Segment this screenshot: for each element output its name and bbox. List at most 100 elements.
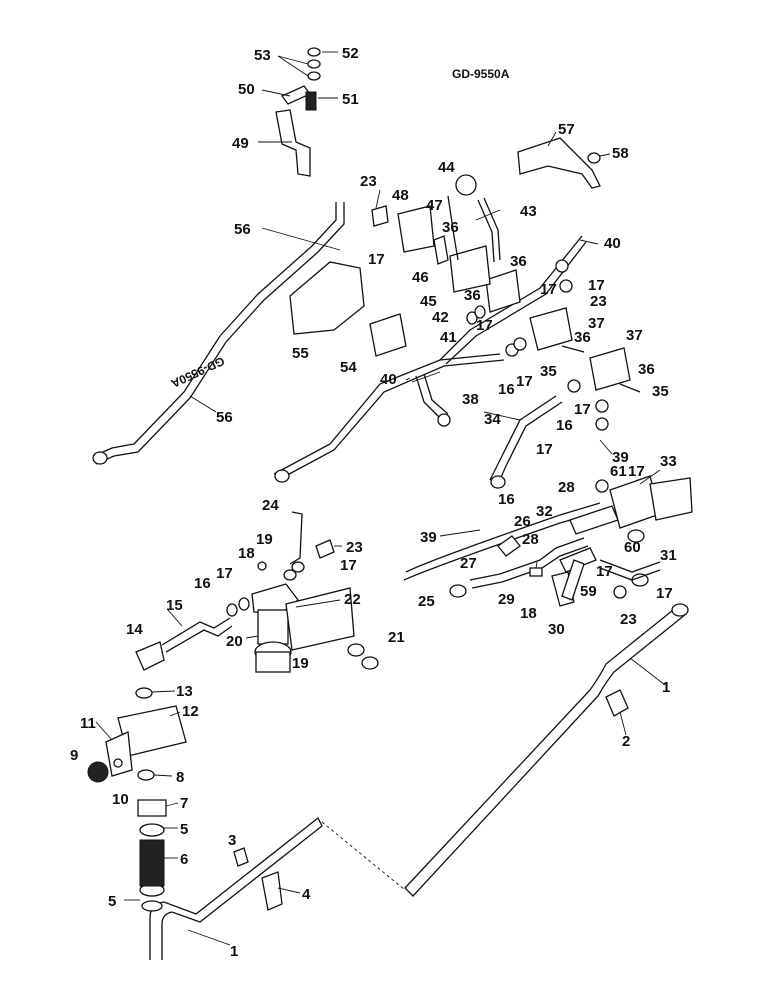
callout-48: 48	[392, 187, 409, 204]
callout-23: 23	[360, 173, 377, 190]
callout-9: 9	[70, 747, 78, 764]
callout-39: 39	[612, 449, 629, 466]
callout-53: 53	[254, 47, 271, 64]
callout-43: 43	[520, 203, 537, 220]
callout-10: 10	[112, 791, 129, 808]
drawing-code: GD-9550A	[452, 67, 510, 81]
callout-1: 1	[230, 943, 238, 960]
callout-20: 20	[226, 633, 243, 650]
callout-60: 60	[624, 539, 641, 556]
callout-50: 50	[238, 81, 255, 98]
callout-18: 18	[238, 545, 255, 562]
valve-block-54	[369, 313, 407, 357]
callout-56: 56	[216, 409, 233, 426]
callout-14: 14	[126, 621, 143, 638]
callout-13: 13	[176, 683, 193, 700]
callout-17: 17	[656, 585, 673, 602]
callout-23: 23	[620, 611, 637, 628]
valve-blocks	[449, 245, 641, 431]
callout-61: 61	[610, 463, 627, 480]
callout-33: 33	[660, 453, 677, 470]
bracket-4	[261, 871, 283, 911]
callout-3: 3	[228, 832, 236, 849]
valve-housing-55	[289, 261, 365, 335]
callout-52: 52	[342, 45, 359, 62]
callout-47: 47	[426, 197, 443, 214]
bracket-57	[517, 137, 601, 189]
callout-17: 17	[216, 565, 233, 582]
callout-17: 17	[628, 463, 645, 480]
callout-56: 56	[234, 221, 251, 238]
callout-17: 17	[596, 563, 613, 580]
callout-32: 32	[536, 503, 553, 520]
leader-lines	[261, 131, 661, 537]
callout-21: 21	[388, 629, 405, 646]
callout-15: 15	[166, 597, 183, 614]
suction-filter-stack	[124, 769, 179, 912]
callout-36: 36	[574, 329, 591, 346]
callout-49: 49	[232, 135, 249, 152]
callout-44: 44	[438, 159, 455, 176]
callout-36: 36	[442, 219, 459, 236]
callout-27: 27	[460, 555, 477, 572]
callout-39: 39	[420, 529, 437, 546]
callout-28: 28	[558, 479, 575, 496]
callout-30: 30	[548, 621, 565, 638]
callout-40: 40	[604, 235, 621, 252]
callout-17: 17	[516, 373, 533, 390]
callout-19: 19	[256, 531, 273, 548]
callout-19: 19	[292, 655, 309, 672]
callout-11: 11	[80, 715, 96, 732]
callout-2: 2	[622, 733, 630, 750]
callout-17: 17	[574, 401, 591, 418]
callout-17: 17	[588, 277, 605, 294]
callout-22: 22	[344, 591, 361, 608]
callout-55: 55	[292, 345, 309, 362]
top-controls	[371, 174, 501, 265]
callout-36: 36	[638, 361, 655, 378]
callout-17: 17	[340, 557, 357, 574]
fitting-23-lower	[315, 539, 335, 559]
callout-8: 8	[176, 769, 184, 786]
callout-36: 36	[464, 287, 481, 304]
callout-17: 17	[536, 441, 553, 458]
clip-3	[233, 847, 249, 867]
callout-42: 42	[432, 309, 449, 326]
pressure-line	[135, 609, 233, 671]
callout-25: 25	[418, 593, 435, 610]
filter-head-assembly	[226, 561, 379, 673]
callout-24: 24	[262, 497, 279, 514]
callout-37: 37	[588, 315, 605, 332]
callout-labels: 1 1 2 3 4 5 5 6 7 8 9 10 11 12 13 14 15 …	[70, 45, 677, 960]
callout-59: 59	[580, 583, 597, 600]
callout-5: 5	[108, 893, 116, 910]
callout-45: 45	[420, 293, 437, 310]
callout-4: 4	[302, 886, 311, 903]
callout-16: 16	[498, 491, 515, 508]
callout-54: 54	[340, 359, 357, 376]
nut-58	[587, 152, 601, 164]
callout-46: 46	[412, 269, 429, 286]
callout-6: 6	[180, 851, 188, 868]
callout-51: 51	[342, 91, 359, 108]
callout-58: 58	[612, 145, 629, 162]
callout-41: 41	[440, 329, 457, 346]
callout-23: 23	[346, 539, 363, 556]
callout-16: 16	[556, 417, 573, 434]
callout-29: 29	[498, 591, 515, 608]
callout-38: 38	[462, 391, 479, 408]
callout-17: 17	[368, 251, 385, 268]
callout-35: 35	[652, 383, 669, 400]
callout-5: 5	[180, 821, 188, 838]
callout-31: 31	[660, 547, 677, 564]
control-valve-assembly	[403, 475, 693, 607]
callout-18: 18	[520, 605, 537, 622]
callout-36: 36	[510, 253, 527, 270]
callout-57: 57	[558, 121, 575, 138]
hydraulic-pump	[87, 687, 187, 783]
callout-35: 35	[540, 363, 557, 380]
main-pipe	[149, 603, 689, 960]
callout-26: 26	[514, 513, 531, 530]
